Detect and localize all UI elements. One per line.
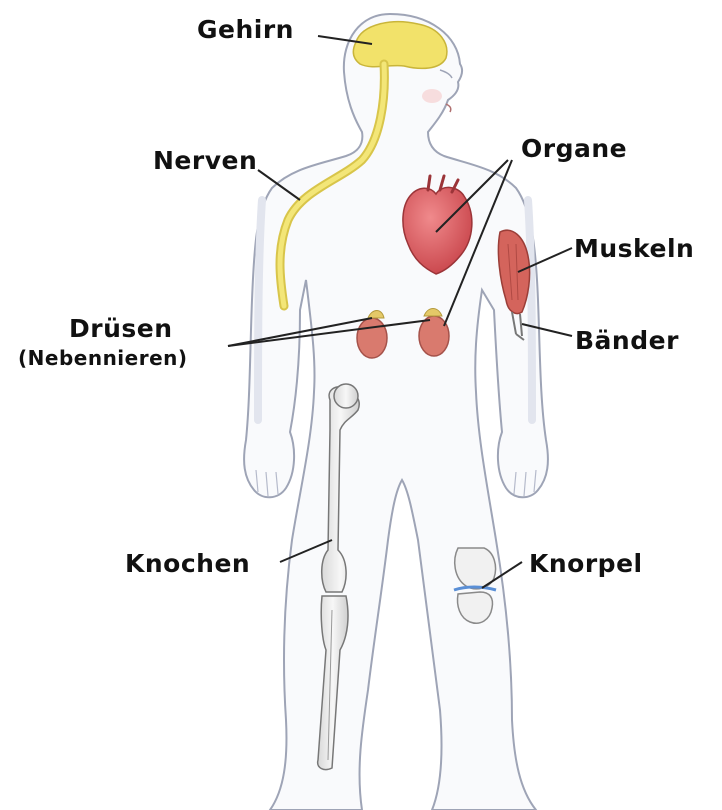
brain-shape (353, 22, 446, 69)
label-knochen: Knochen (125, 551, 250, 576)
label-baender: Bänder (575, 328, 679, 353)
body-silhouette (244, 14, 548, 810)
label-gehirn: Gehirn (197, 17, 294, 42)
label-nebennieren: (Nebennieren) (18, 348, 188, 368)
label-organe: Organe (521, 136, 627, 161)
label-knorpel: Knorpel (529, 551, 643, 576)
body-outline (244, 14, 548, 810)
label-muskeln: Muskeln (574, 236, 694, 261)
label-nerven: Nerven (153, 148, 257, 173)
label-druesen: Drüsen (69, 316, 173, 341)
